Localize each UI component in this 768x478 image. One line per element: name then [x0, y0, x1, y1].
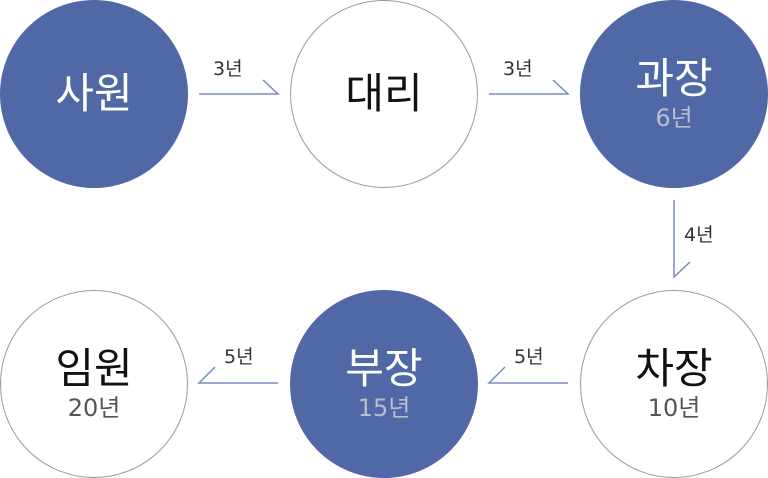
arrow-bujang-imwon — [197, 366, 278, 384]
node-imwon: 임원 20년 — [0, 290, 188, 478]
edge-label: 3년 — [503, 58, 533, 80]
node-title: 임원 — [55, 343, 133, 393]
node-title: 대리 — [345, 68, 423, 118]
arrow-chajang-bujang — [487, 366, 568, 384]
edge-label: 5년 — [224, 346, 254, 368]
node-bujang: 부장 15년 — [290, 290, 478, 478]
node-gwajang: 과장 6년 — [580, 0, 768, 188]
edge-label: 4년 — [684, 224, 714, 246]
edge-label: 5년 — [514, 346, 544, 368]
node-daeri: 대리 — [290, 0, 478, 188]
arrow-daeri-gwajang — [489, 79, 570, 95]
node-title: 부장 — [345, 343, 423, 393]
node-title: 과장 — [635, 53, 713, 103]
node-years: 20년 — [67, 393, 121, 422]
node-sawon: 사원 — [0, 0, 188, 188]
edge-label: 3년 — [213, 58, 243, 80]
node-years: 15년 — [357, 393, 411, 422]
node-years: 10년 — [647, 393, 701, 422]
node-years: 6년 — [655, 103, 693, 132]
arrow-gwajang-chajang — [673, 200, 691, 279]
node-title: 차장 — [635, 343, 713, 393]
arrow-sawon-daeri — [199, 79, 280, 95]
node-chajang: 차장 10년 — [580, 290, 768, 478]
node-title: 사원 — [55, 68, 133, 118]
